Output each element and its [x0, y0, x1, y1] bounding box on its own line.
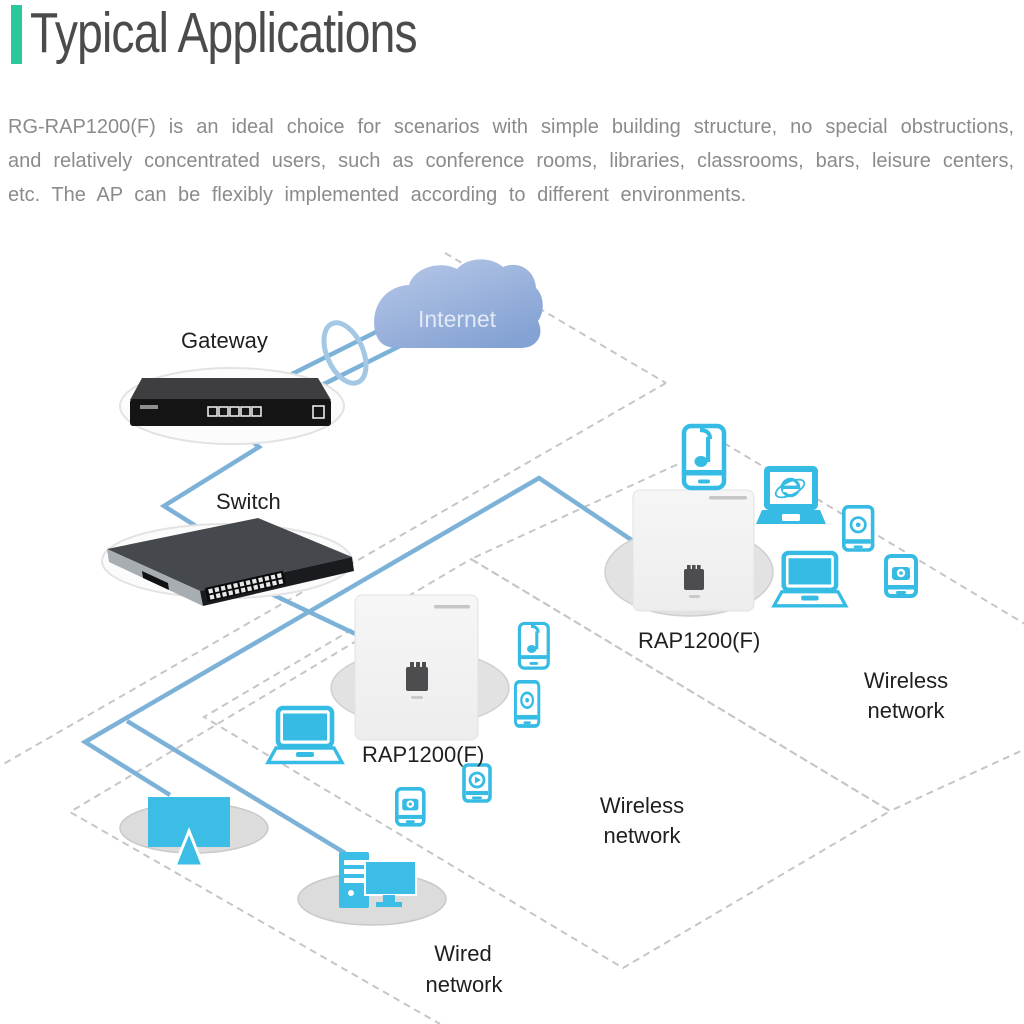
svg-text:Switch: Switch	[216, 489, 281, 514]
svg-text:network: network	[425, 972, 503, 997]
svg-text:Internet: Internet	[418, 306, 497, 332]
svg-text:network: network	[867, 698, 945, 723]
svg-text:Wireless: Wireless	[864, 668, 948, 693]
svg-text:RAP1200(F): RAP1200(F)	[362, 742, 484, 767]
svg-text:Wireless: Wireless	[600, 793, 684, 818]
svg-text:Gateway: Gateway	[181, 328, 268, 353]
svg-text:Wired: Wired	[434, 941, 491, 966]
svg-text:network: network	[603, 823, 681, 848]
svg-text:RAP1200(F): RAP1200(F)	[638, 628, 760, 653]
